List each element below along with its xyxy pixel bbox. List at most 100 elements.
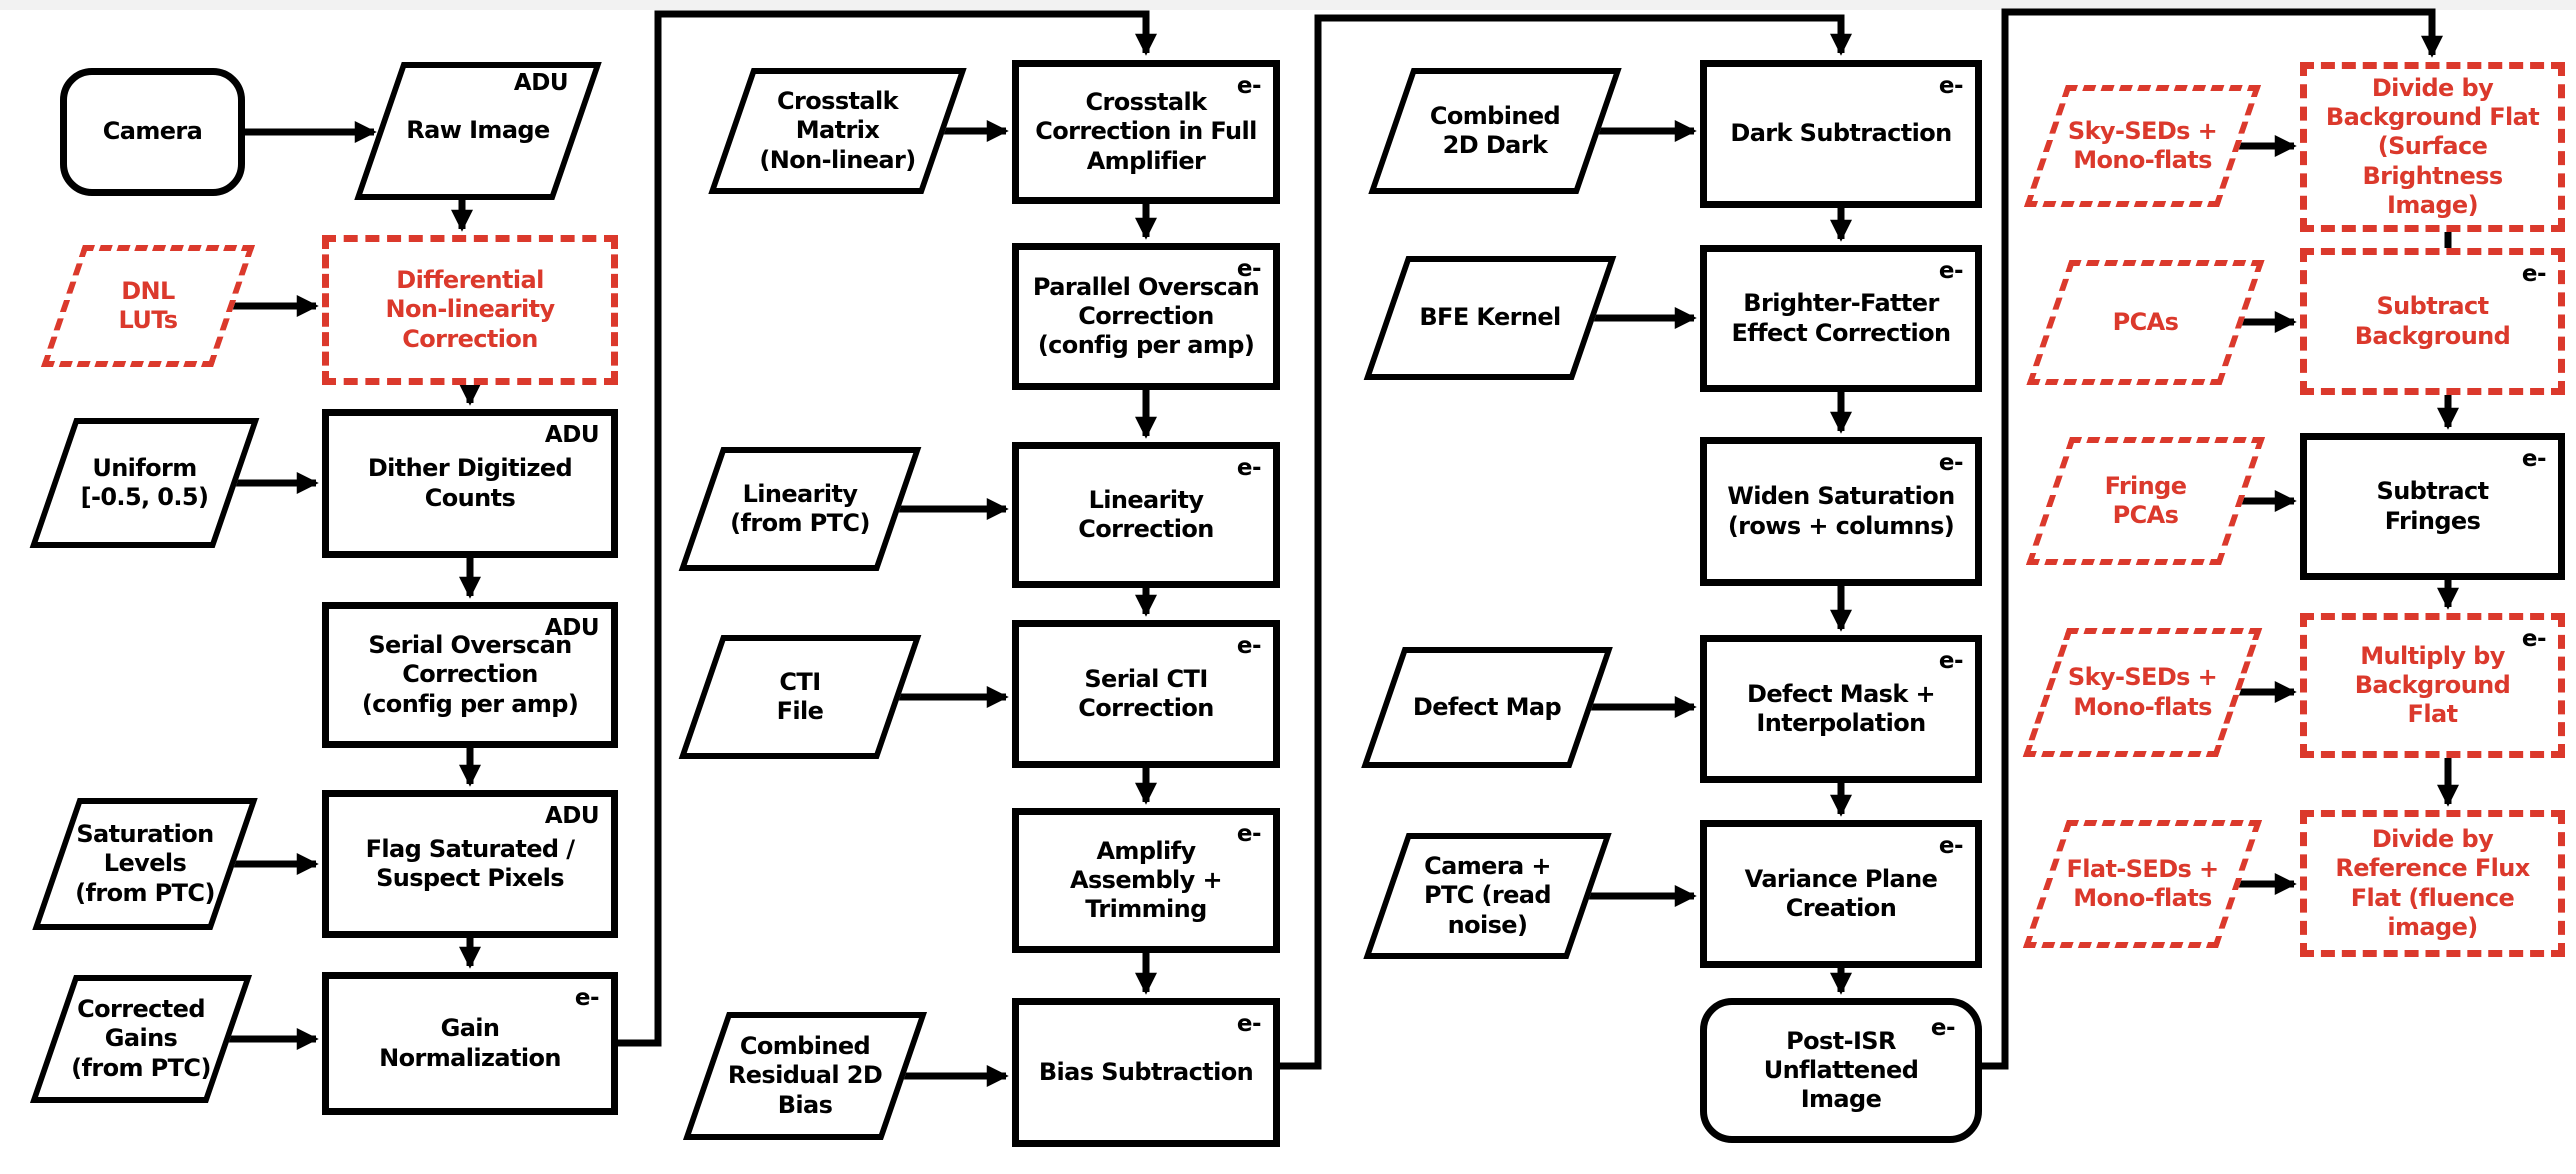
node-label: Corrected Gains (from PTC) bbox=[71, 995, 211, 1082]
node-label: Linearity (from PTC) bbox=[730, 479, 870, 537]
node-label: Camera bbox=[102, 117, 203, 146]
node-label: Sky-SEDs + Mono-flats bbox=[2067, 116, 2218, 174]
node-parallel-overscan-correction: e- Parallel Overscan Correction (config … bbox=[1012, 243, 1280, 390]
node-fringe-pcas: Fringe PCAs bbox=[2025, 437, 2266, 565]
node-flag-saturated-suspect-pixels: ADU Flag Saturated / Suspect Pixels bbox=[322, 790, 618, 938]
node-label: Raw Image bbox=[406, 116, 550, 145]
node-label: Amplify Assembly + Trimming bbox=[1070, 836, 1223, 924]
node-label: Differential Non-linearity Correction bbox=[385, 266, 555, 353]
unit-badge: ADU bbox=[544, 803, 600, 829]
node-label: Variance Plane Creation bbox=[1744, 864, 1938, 922]
node-label: Camera + PTC (read noise) bbox=[1424, 852, 1551, 939]
unit-badge: e- bbox=[1236, 821, 1262, 847]
par-content: Saturation Levels (from PTC) bbox=[61, 804, 229, 924]
unit-badge: ADU bbox=[544, 422, 600, 448]
node-raw-image: ADU Raw Image bbox=[354, 62, 602, 200]
node-defect-map: Defect Map bbox=[1361, 647, 1613, 768]
unit-badge: ADU bbox=[544, 615, 600, 641]
par-content: Combined Residual 2D Bias bbox=[711, 1018, 899, 1134]
node-serial-cti-correction: e- Serial CTI Correction bbox=[1012, 620, 1280, 768]
node-divide-by-reference-flux-flat: Divide by Reference Flux Flat (fluence i… bbox=[2300, 810, 2565, 957]
node-sky-seds-mono-flats-1: Sky-SEDs + Mono-flats bbox=[2023, 85, 2262, 207]
node-pcas: PCAs bbox=[2026, 260, 2265, 385]
node-linearity-input: Linearity (from PTC) bbox=[678, 447, 922, 571]
connector-trunk-1 bbox=[615, 10, 1157, 1047]
node-gain-normalization: e- Gain Normalization bbox=[322, 972, 618, 1115]
node-label: Dark Subtraction bbox=[1730, 119, 1952, 148]
unit-badge: e- bbox=[1938, 73, 1964, 99]
node-label: Dither Digitized Counts bbox=[367, 454, 573, 512]
unit-badge: e- bbox=[1930, 1015, 1956, 1041]
unit-badge: e- bbox=[1938, 450, 1964, 476]
unit-badge: e- bbox=[1236, 455, 1262, 481]
node-dnl-luts: DNL LUTs bbox=[40, 245, 256, 367]
node-label: Crosstalk Matrix (Non-linear) bbox=[759, 87, 916, 174]
par-content: Flat-SEDs + Mono-flats bbox=[2051, 826, 2234, 942]
node-label: Combined Residual 2D Bias bbox=[727, 1032, 883, 1119]
node-multiply-by-background-flat: e- Multiply by Background Flat bbox=[2300, 613, 2565, 758]
connector-trunk-3 bbox=[1979, 8, 2443, 1070]
par-content: Sky-SEDs + Mono-flats bbox=[2051, 91, 2234, 201]
node-flat-seds-mono-flats: Flat-SEDs + Mono-flats bbox=[2022, 820, 2263, 948]
unit-badge: e- bbox=[2521, 446, 2547, 472]
node-combined-2d-dark: Combined 2D Dark bbox=[1368, 68, 1622, 194]
node-label: Sky-SEDs + Mono-flats bbox=[2067, 663, 2218, 721]
par-content: PCAs bbox=[2054, 266, 2237, 379]
unit-badge: e- bbox=[1236, 256, 1262, 282]
node-label: Linearity Correction bbox=[1078, 485, 1214, 543]
node-combined-residual-2d-bias: Combined Residual 2D Bias bbox=[682, 1012, 928, 1140]
unit-badge: ADU bbox=[513, 70, 568, 96]
node-label: Multiply by Background Flat bbox=[2354, 641, 2511, 729]
node-label: Post-ISR Unflattened Image bbox=[1763, 1026, 1919, 1114]
node-bias-subtraction: e- Bias Subtraction bbox=[1012, 998, 1280, 1147]
node-label: Combined 2D Dark bbox=[1429, 101, 1561, 159]
par-content: DNL LUTs bbox=[68, 251, 228, 361]
connector-trunk-2 bbox=[1277, 14, 1852, 1070]
node-label: DNL LUTs bbox=[118, 276, 178, 334]
unit-badge: e- bbox=[1938, 258, 1964, 284]
node-camera-ptc-read-noise: Camera + PTC (read noise) bbox=[1363, 833, 1612, 959]
node-label: Crosstalk Correction in Full Amplifier bbox=[1035, 88, 1257, 175]
node-label: Parallel Overscan Correction (config per… bbox=[1032, 272, 1260, 360]
node-uniform-dither-input: Uniform [-0.5, 0.5) bbox=[29, 418, 260, 548]
node-label: Serial Overscan Correction (config per a… bbox=[361, 631, 579, 718]
node-label: Uniform [-0.5, 0.5) bbox=[80, 453, 209, 511]
unit-badge: e- bbox=[1938, 833, 1964, 859]
node-crosstalk-correction: e- Crosstalk Correction in Full Amplifie… bbox=[1012, 60, 1280, 204]
node-subtract-fringes: e- Subtract Fringes bbox=[2300, 433, 2565, 580]
top-strip bbox=[0, 0, 2576, 10]
unit-badge: e- bbox=[1236, 1011, 1262, 1037]
node-label: Brighter-Fatter Effect Correction bbox=[1731, 289, 1952, 347]
node-post-isr-unflattened-image: e- Post-ISR Unflattened Image bbox=[1700, 998, 1982, 1143]
par-content: Defect Map bbox=[1388, 653, 1586, 762]
par-content: Crosstalk Matrix (Non-linear) bbox=[736, 74, 939, 188]
node-label: Gain Normalization bbox=[379, 1014, 561, 1072]
par-content: Corrected Gains (from PTC) bbox=[58, 981, 224, 1097]
node-brighter-fatter-correction: e- Brighter-Fatter Effect Correction bbox=[1700, 245, 1982, 392]
node-label: Bias Subtraction bbox=[1038, 1057, 1254, 1086]
node-label: Divide by Reference Flux Flat (fluence i… bbox=[2335, 824, 2530, 941]
node-label: Fringe PCAs bbox=[2104, 471, 2187, 529]
node-subtract-background: e- Subtract Background bbox=[2300, 248, 2565, 395]
node-widen-saturation: e- Widen Saturation (rows + columns) bbox=[1700, 437, 1982, 586]
unit-badge: e- bbox=[574, 985, 600, 1011]
par-content: Camera + PTC (read noise) bbox=[1391, 839, 1584, 953]
node-label: Subtract Background bbox=[2354, 292, 2511, 350]
node-label: Flag Saturated / Suspect Pixels bbox=[365, 834, 575, 892]
node-amplify-assembly-trimming: e- Amplify Assembly + Trimming bbox=[1012, 808, 1280, 953]
node-linearity-correction: e- Linearity Correction bbox=[1012, 442, 1280, 588]
node-label: BFE Kernel bbox=[1419, 303, 1561, 332]
par-content: Sky-SEDs + Mono-flats bbox=[2051, 634, 2234, 751]
node-label: Divide by Background Flat (Surface Brigh… bbox=[2325, 73, 2540, 219]
node-differential-non-linearity-correction: Differential Non-linearity Correction bbox=[322, 235, 618, 385]
node-label: Defect Mask + Interpolation bbox=[1747, 679, 1936, 737]
unit-badge: e- bbox=[1236, 633, 1262, 659]
node-serial-overscan-correction: ADU Serial Overscan Correction (config p… bbox=[322, 602, 618, 748]
par-content: Uniform [-0.5, 0.5) bbox=[58, 424, 231, 542]
node-crosstalk-matrix: Crosstalk Matrix (Non-linear) bbox=[708, 68, 967, 194]
node-label: Defect Map bbox=[1412, 692, 1562, 721]
node-dark-subtraction: e- Dark Subtraction bbox=[1700, 60, 1982, 208]
unit-badge: e- bbox=[1236, 73, 1262, 99]
